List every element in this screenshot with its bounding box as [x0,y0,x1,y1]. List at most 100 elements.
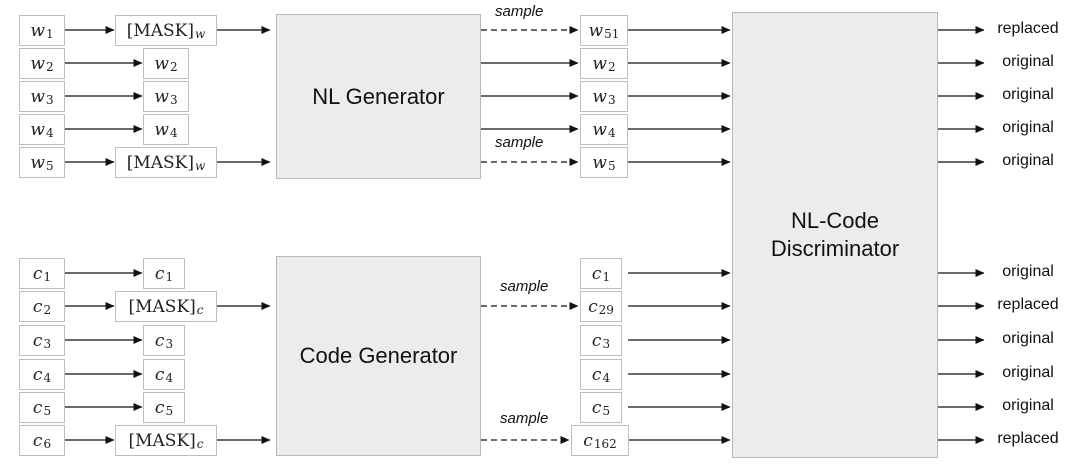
nl-masked-token-sub: 4 [169,125,178,140]
nl-masked-token-sub: 2 [169,59,178,74]
code-generated-token-sub: 29 [598,302,614,317]
nl-input-token-base: w [30,20,45,41]
nl-generator-label: NL Generator [312,83,445,109]
nl-input-token-base: w [30,119,45,140]
nl-output-label: replaced [997,20,1059,37]
code-masked-token-sub: c [196,302,204,317]
nl-output-label: original [1002,53,1054,70]
discriminator-box: NL-Code Discriminator [732,12,938,458]
nl-masked-token-base: [MASK] [126,20,194,41]
nl-input-token-base: w [30,86,45,107]
code-generated-token-sub: 4 [602,370,611,385]
code-generated-token-sub: 162 [593,436,617,451]
nl-masked-token-base: w [154,119,169,140]
discriminator-label-line1: NL-Code [790,208,880,233]
code-input-token-base: c [32,397,43,418]
nl-input-token-sub: 2 [45,59,54,74]
code-generator-box: Code Generator [276,256,481,456]
sample-label-nl-1: sample [495,3,544,20]
code-generator-label: Code Generator [299,343,458,368]
code-input-token-base: c [32,296,43,317]
code-masked-token-base: [MASK] [128,296,196,317]
nl-input-token-sub: 1 [45,26,54,41]
nl-output-label: original [1002,86,1054,103]
nl-output-label: original [1002,152,1054,169]
code-output-label: original [1002,364,1054,381]
edges [65,26,985,444]
code-masked-token-base: c [154,397,165,418]
code-generated-token-base: c [591,330,602,351]
nl-input-token-sub: 4 [45,125,54,140]
code-masked-token-base: c [154,364,165,385]
nl-generated-token-sub: 5 [607,158,616,173]
nl-generated-token-base: w [592,53,607,74]
code-input-token-base: c [32,263,43,284]
nl-input-token-sub: 3 [45,92,54,107]
nl-generator-box: NL Generator [276,14,481,179]
sample-label-code-1: sample [500,278,549,295]
code-input-token-sub: 3 [43,336,52,351]
nl-generated-token-base: w [592,152,607,173]
nl-output-label: original [1002,119,1054,136]
nl-generated-token-sub: 2 [607,59,616,74]
nl-masked-token-sub: 3 [169,92,178,107]
nl-masked-token-sub: w [195,26,206,41]
code-output-label: replaced [997,296,1059,313]
nl-masked-token-sub: w [195,158,206,173]
code-output-label: original [1002,397,1054,414]
code-generated-token-sub: 3 [602,336,611,351]
nl-generated-token-base: w [592,119,607,140]
code-generated-token-base: c [583,430,593,451]
sample-label-nl-2: sample [495,134,544,151]
nl-masked-token-base: [MASK] [126,152,194,173]
code-masked-token-sub: c [196,436,204,451]
nl-masked-token-base: w [154,86,169,107]
code-input-token-sub: 2 [43,302,52,317]
discriminator-label-line2: Discriminator [770,236,900,261]
nl-masked-token: [MASK]w [115,15,217,46]
code-masked-token: [MASK]c [115,425,217,456]
code-masked-token-sub: 5 [165,403,174,418]
code-input-token-sub: 1 [43,269,52,284]
code-masked-token-sub: 4 [165,370,174,385]
code-input-token-base: c [32,364,43,385]
nl-generated-token-base: w [588,20,604,41]
code-masked-token-base: [MASK] [128,430,196,451]
nl-masked-token-base: w [154,53,169,74]
code-generated-token-base: c [588,296,598,317]
code-input-token-sub: 5 [43,403,52,418]
sample-label-code-2: sample [500,410,549,427]
nl-generated-token-base: w [592,86,607,107]
code-input-token-base: c [32,330,43,351]
nl-generated-token-sub: 4 [607,125,616,140]
code-masked-token-sub: 1 [165,269,174,284]
nl-masked-token: [MASK]w [115,147,217,178]
code-output-label: original [1002,330,1054,347]
nl-input-token-base: w [30,152,45,173]
code-generated-token-base: c [591,263,602,284]
code-masked-token-base: c [154,263,165,284]
code-generated-token-sub: 5 [602,403,611,418]
nl-input-token-base: w [30,53,45,74]
